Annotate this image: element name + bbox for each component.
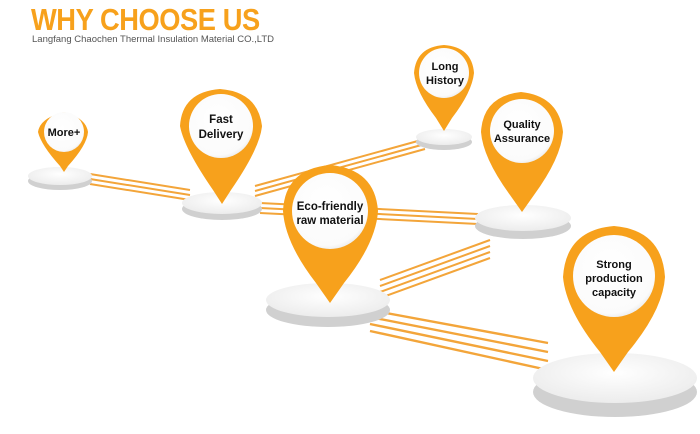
pin-long-history-label-line1: Long [432, 61, 459, 73]
pin-fast-delivery-label-line2: Delivery [199, 129, 244, 141]
company-name: Langfang Chaochen Thermal Insulation Mat… [32, 34, 275, 45]
pin-fast-delivery-label-line1: Fast [209, 114, 233, 126]
pin-eco-friendly: Eco-friendly raw material [283, 165, 378, 303]
connector-eco-to-quality [379, 239, 491, 299]
pin-strong-production-label-line3: capacity [592, 287, 637, 299]
platform-quality-assurance [475, 205, 571, 239]
connector-lines [89, 138, 549, 372]
page-title: WHY CHOOSE US [31, 2, 260, 37]
pin-fast-delivery: Fast Delivery [180, 89, 262, 204]
pin-quality-assurance: Quality Assurance [481, 92, 563, 212]
pins: More+ Fast Delivery Long History Quality [38, 45, 665, 372]
pin-strong-production-label-line1: Strong [596, 259, 631, 271]
connector-more-to-fast-delivery [89, 173, 191, 201]
pin-more: More+ [38, 112, 88, 172]
pin-long-history: Long History [414, 45, 474, 131]
pin-more-label: More+ [48, 127, 81, 139]
pin-strong-production-label-line2: production [585, 273, 643, 285]
pin-eco-friendly-label-line1: Eco-friendly [297, 201, 364, 213]
pin-quality-assurance-label-line1: Quality [503, 119, 541, 131]
pin-long-history-label-line2: History [426, 75, 465, 87]
connector-eco-to-strong-production [369, 308, 549, 372]
platform-strong-production [533, 353, 697, 417]
platform-more [28, 167, 92, 190]
platform-long-history [416, 129, 472, 150]
pin-eco-friendly-label-line2: raw material [296, 215, 363, 227]
pin-quality-assurance-label-line2: Assurance [494, 133, 550, 145]
platforms [28, 129, 697, 417]
pin-strong-production: Strong production capacity [563, 226, 665, 372]
